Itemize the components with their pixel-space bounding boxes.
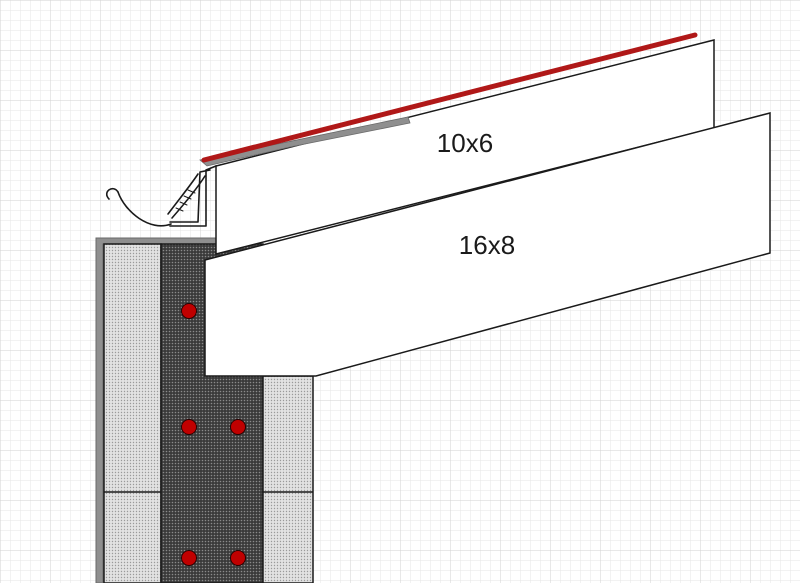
gutter-bracket-inner: [169, 169, 211, 223]
bolt-group: [181, 303, 246, 566]
masonry-inner-leaf: [262, 375, 314, 583]
bolt: [181, 419, 197, 435]
gutter-lip-detail: [171, 175, 206, 219]
gutter-bowl: [117, 191, 172, 227]
bolt: [230, 550, 246, 566]
lower-beam-label: 16x8: [459, 230, 515, 260]
gutter-curl: [105, 187, 119, 200]
gutter-lip: [167, 173, 199, 215]
bolt: [181, 303, 197, 319]
gutter-hatch: [175, 189, 196, 212]
masonry-outer-leaf: [103, 243, 162, 583]
bolt: [181, 550, 197, 566]
bolt: [230, 419, 246, 435]
lower-beam: [204, 112, 771, 377]
roof-flashing: [199, 116, 411, 167]
gutter: [105, 165, 217, 227]
roof-membrane: [201, 32, 698, 163]
upper-beam-label: 10x6: [437, 128, 493, 158]
gutter-bracket: [169, 165, 217, 227]
